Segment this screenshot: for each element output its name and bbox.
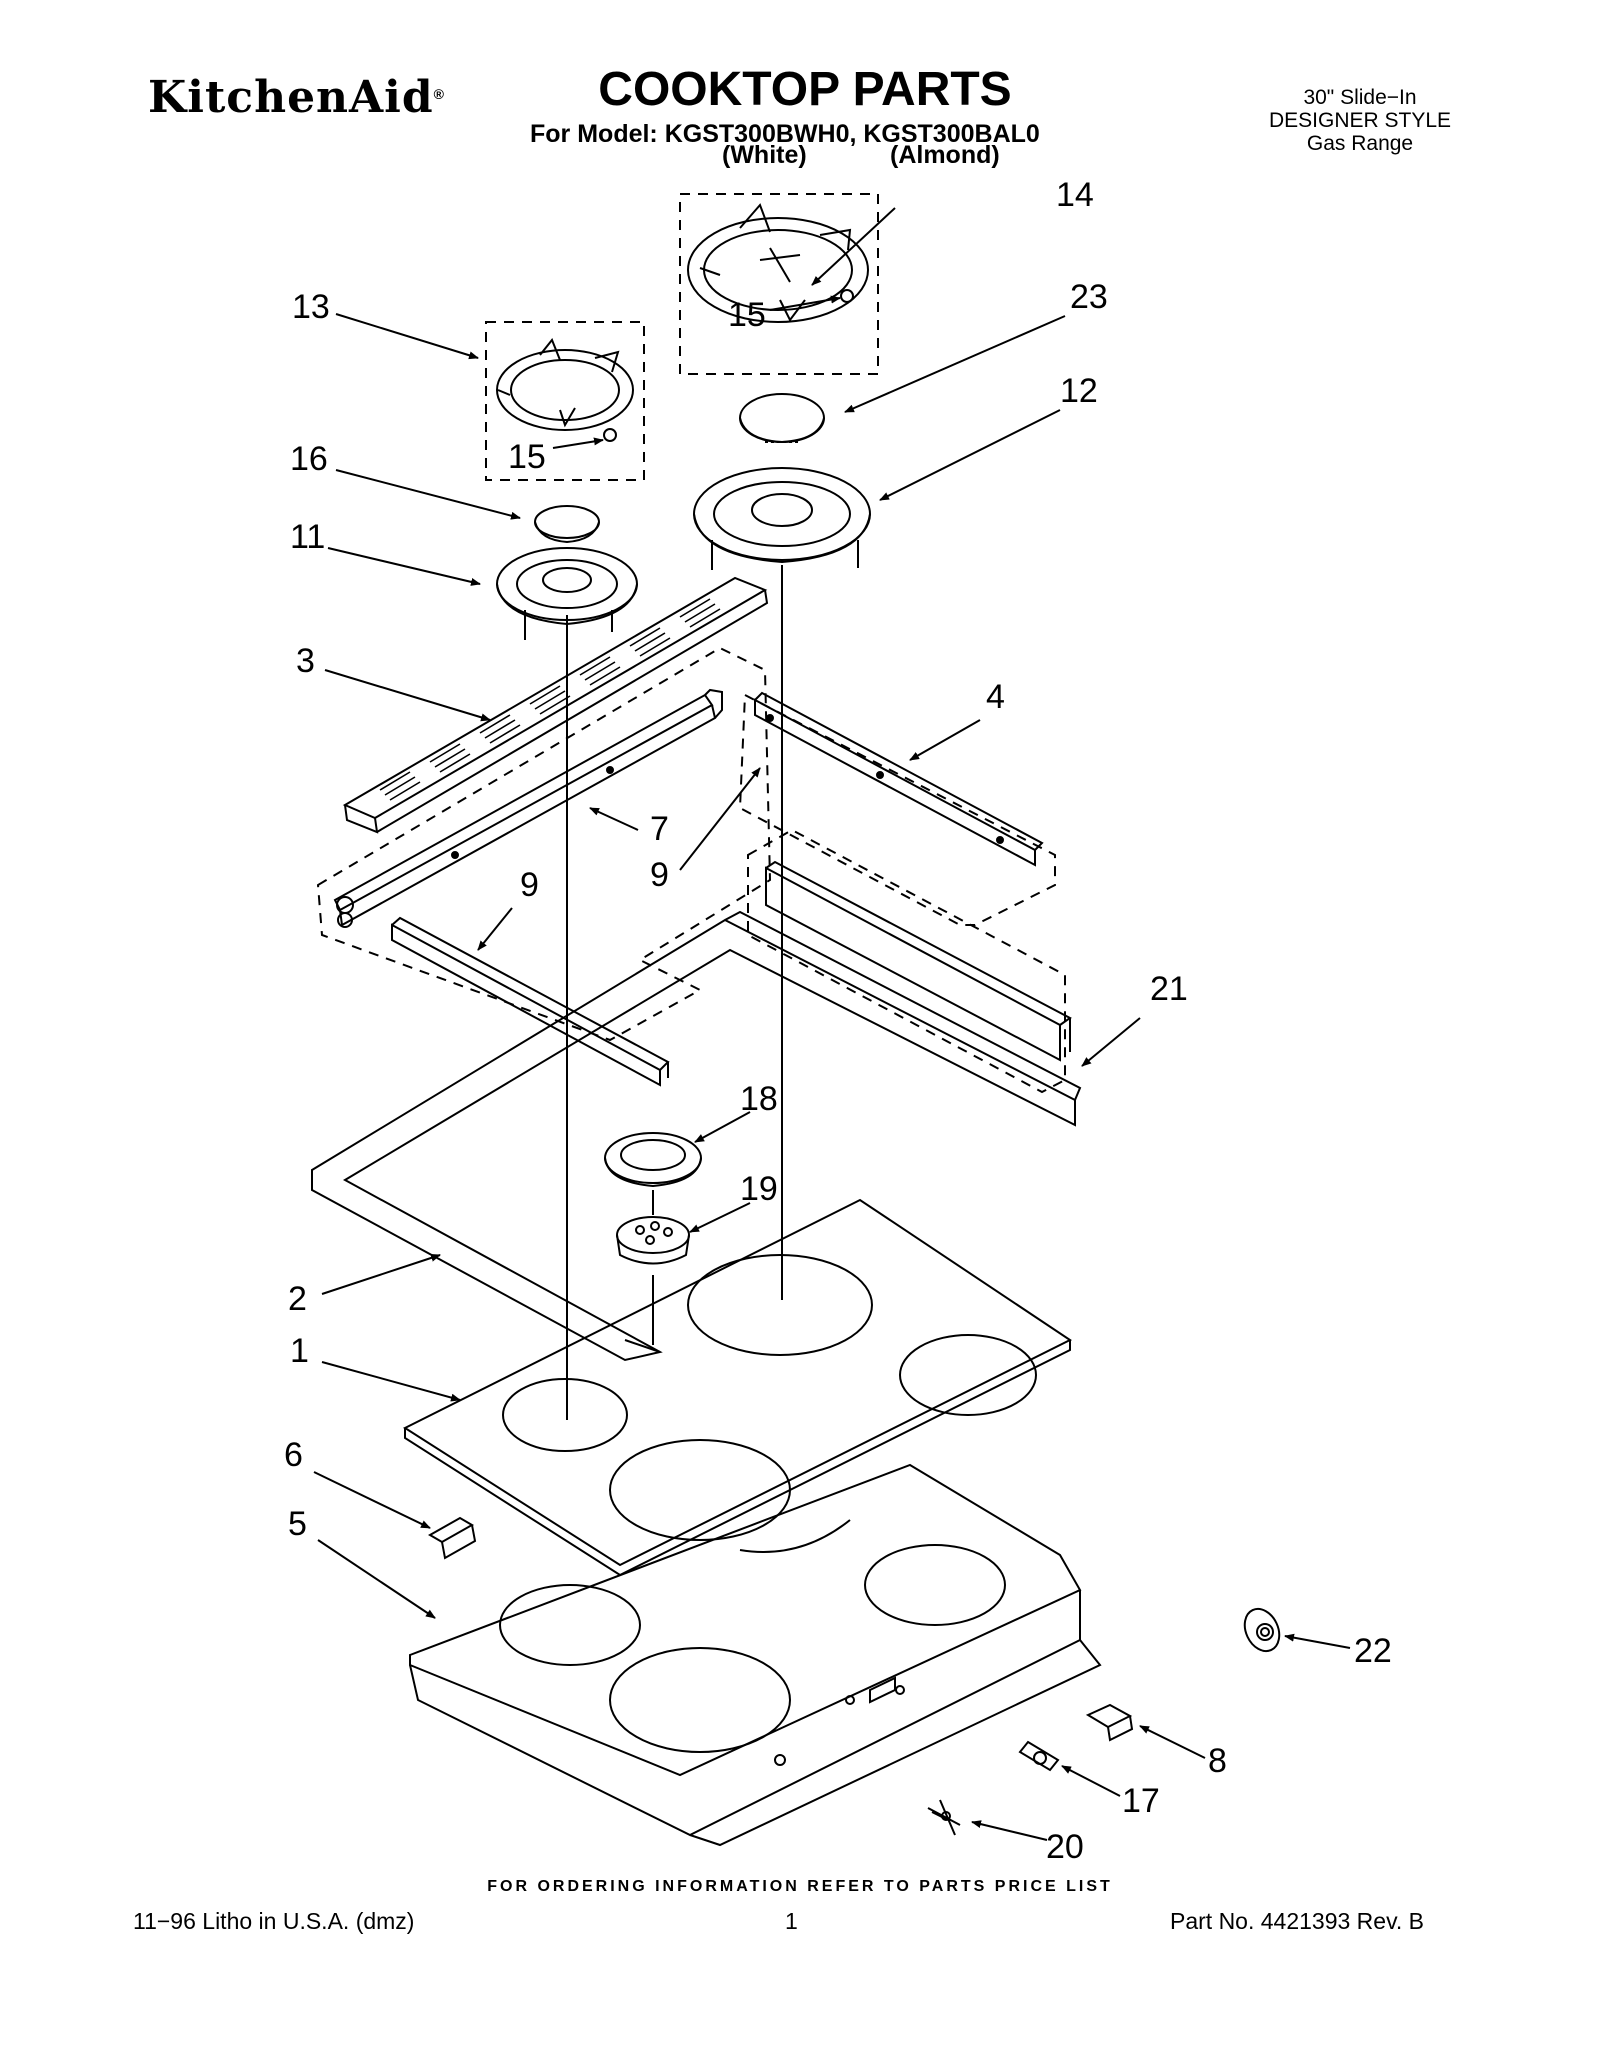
callout-15-upper: 15 (728, 296, 766, 334)
callout-6: 6 (284, 1436, 303, 1474)
assembly-outline-21 (747, 828, 1066, 1094)
callout-3: 3 (296, 642, 315, 680)
callout-23: 23 (1070, 278, 1108, 316)
range-type: Gas Range (1306, 132, 1414, 155)
part-1-cooktop-glass (402, 1198, 1072, 1577)
part-19-burner-head (616, 1216, 690, 1265)
model-line: For Model: KGST300BWH0, KGST300BAL0 (530, 120, 1040, 148)
callout-15-lower: 15 (508, 438, 546, 476)
part-17-switch (1018, 1740, 1060, 1772)
assembly-outline-right (738, 693, 1056, 926)
registered-mark: ® (433, 86, 445, 102)
part-23-burner-cap (739, 393, 825, 444)
callout-4: 4 (986, 678, 1005, 716)
assembly-outline-left (316, 646, 772, 1042)
brand-logo: KitchenAid® (148, 72, 445, 123)
part-3-vented-trim (342, 576, 769, 834)
callout-18: 18 (740, 1080, 778, 1118)
part-5-cooktop-pan (409, 1463, 1102, 1847)
callout-2: 2 (288, 1280, 307, 1318)
callout-1: 1 (290, 1332, 309, 1370)
callout-8: 8 (1208, 1742, 1227, 1780)
part-16-small-cap (534, 505, 600, 544)
callout-17: 17 (1122, 1782, 1160, 1820)
range-size: 30" Slide−In (1303, 86, 1417, 109)
part-18-ring (604, 1132, 702, 1188)
callout-14: 14 (1056, 176, 1094, 214)
callout-7: 7 (650, 810, 669, 848)
color-white: (White) (722, 141, 807, 169)
callout-21: 21 (1150, 970, 1188, 1008)
part-14-large-grate (679, 193, 879, 375)
callout-9-center: 9 (650, 856, 669, 894)
leader-lines (313, 207, 1351, 1841)
callout-16: 16 (290, 440, 328, 478)
part-22-plate (1243, 1607, 1281, 1653)
part-12-burner-base (693, 467, 871, 570)
part-20-bracket (927, 1799, 961, 1836)
part-9-left-bracket (391, 916, 670, 1087)
range-style: DESIGNER STYLE (1268, 109, 1452, 132)
callout-22: 22 (1354, 1632, 1392, 1670)
callout-9-left: 9 (520, 866, 539, 904)
callout-19: 19 (740, 1170, 778, 1208)
brand-name: KitchenAid (148, 72, 434, 123)
part-2-frame (311, 910, 1082, 1362)
part-number: Part No. 4421393 Rev. B (1170, 1908, 1424, 1934)
litho-info: 11−96 Litho in U.S.A. (dmz) (133, 1908, 415, 1934)
range-description: 30" Slide−In DESIGNER STYLE Gas Range (1235, 86, 1485, 155)
callout-11: 11 (290, 518, 325, 556)
page-number: 1 (785, 1908, 798, 1934)
callout-20: 20 (1046, 1828, 1084, 1866)
page-title: COOKTOP PARTS (598, 63, 1012, 116)
callout-13: 13 (292, 288, 330, 326)
callout-12: 12 (1060, 372, 1098, 410)
part-7-rail (333, 688, 723, 928)
callout-5: 5 (288, 1505, 307, 1543)
part-21-insulation-strip (765, 860, 1072, 1062)
part-6-clip (427, 1516, 477, 1560)
ordering-note: FOR ORDERING INFORMATION REFER TO PARTS … (487, 1878, 1113, 1895)
color-almond: (Almond) (890, 141, 1000, 169)
part-8-clip (1085, 1703, 1134, 1742)
part-4-right-bracket (754, 691, 1044, 867)
part-13-small-grate (485, 321, 645, 481)
